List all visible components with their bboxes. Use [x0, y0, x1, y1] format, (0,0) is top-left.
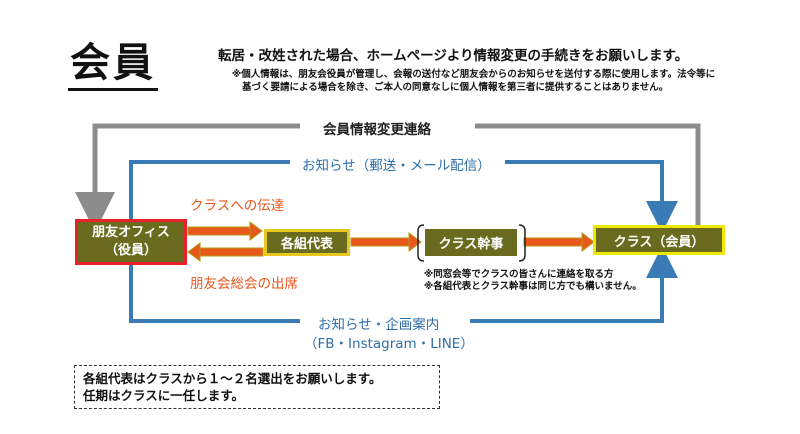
office-to-rep-arrow	[187, 221, 263, 241]
office-box: 朋友オフィス （役員）	[75, 219, 187, 265]
group-rep-box: 各組代表	[264, 229, 350, 256]
to-class-label: クラスへの伝達	[190, 198, 285, 214]
intro-text: 転居・改姓された場合、ホームページより情報変更の手続きをお願いします。	[218, 48, 689, 64]
news-mail-line	[129, 160, 662, 219]
news-mail-label: お知らせ（郵送・メール配信）	[302, 158, 491, 174]
secretary-bracket-right	[518, 224, 526, 262]
news-events-line	[129, 262, 662, 323]
rep-to-office-arrow	[187, 242, 264, 262]
privacy-note-line2: 基づく要請による場合を除き、ご本人の同意なしに個人情報を第三者に提供することはあ…	[242, 82, 669, 93]
secretary-note-1: ※同窓会等でクラスの皆さんに連絡を取る方	[424, 269, 614, 280]
privacy-note-line1: ※個人情報は、朋友会役員が管理し、会報の送付など朋友会からのお知らせを送付する際…	[232, 69, 716, 80]
office-label-line2: （役員）	[104, 243, 157, 258]
footer-note-box: 各組代表はクラスから１～２名選出をお願いします。 任期はクラスに一任します。	[74, 365, 440, 409]
footer-note-line2: 任期はクラスに一任します。	[83, 388, 245, 403]
general-meeting-label: 朋友会総会の出席	[190, 276, 298, 292]
news-events-sub-label: （FB・Instagram・LINE）	[304, 336, 474, 352]
page-title: 会員	[68, 38, 158, 91]
footer-note-line1: 各組代表はクラスから１～２名選出をお願いします。	[83, 371, 382, 386]
info-change-line	[95, 123, 701, 225]
info-change-label: 会員情報変更連絡	[323, 122, 431, 138]
class-secretary-box: クラス幹事	[425, 229, 517, 256]
news-events-label: お知らせ・企画案内	[318, 317, 440, 333]
secretary-note-2: ※各組代表とクラス幹事は同じ方でも構いません。	[424, 281, 642, 292]
class-member-box: クラス（会員）	[593, 225, 725, 255]
secretary-bracket-left	[417, 224, 425, 262]
office-label-line1: 朋友オフィス	[92, 225, 170, 240]
rep-to-secretary-arrow	[350, 232, 422, 252]
secretary-to-member-arrow	[523, 232, 595, 252]
